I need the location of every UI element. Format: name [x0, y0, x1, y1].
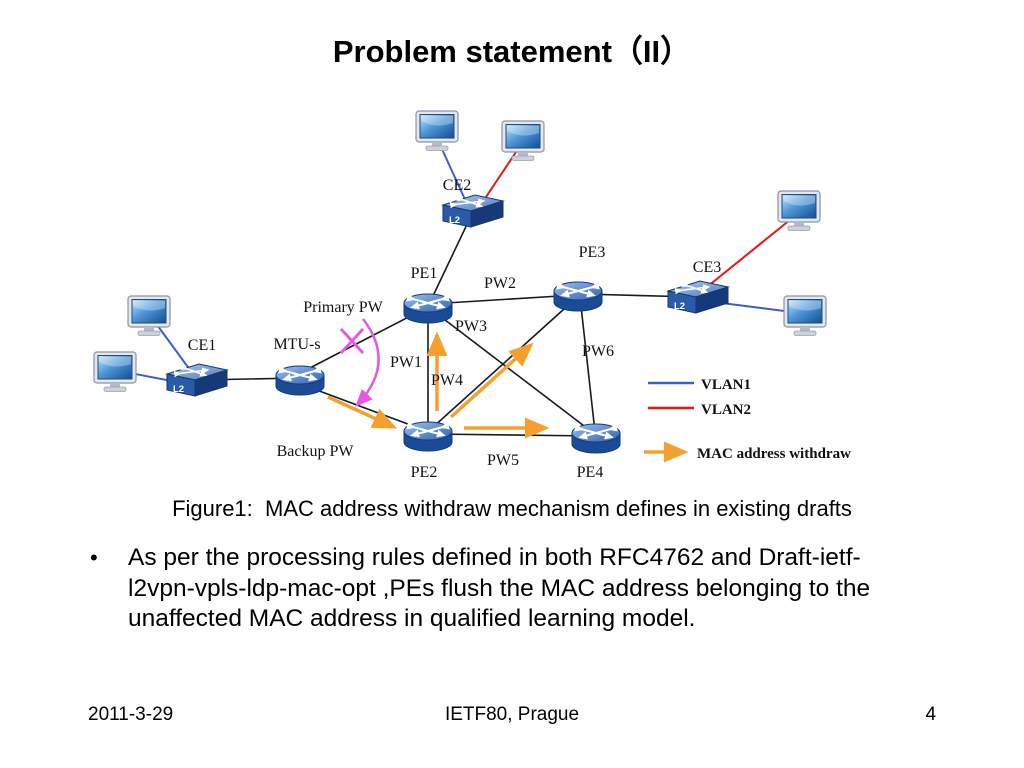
core-links: [199, 215, 697, 437]
switch-ce2-icon: [443, 195, 503, 227]
slide-footer: 2011-3-29 IETF80, Prague 4: [0, 704, 1024, 726]
footer-venue: IETF80, Prague: [444, 704, 580, 725]
link-pw5: [429, 433, 595, 437]
legend-vlan1-label: VLAN1: [701, 377, 751, 393]
router-pe2-icon: [404, 422, 452, 451]
label-pw4: PW4: [431, 372, 463, 389]
link-ce3-pc-upper: [701, 214, 797, 292]
label-mtus: MTU-s: [273, 336, 320, 353]
label-pw5: PW5: [487, 452, 519, 469]
label-pe4: PE4: [577, 464, 604, 481]
label-backup-pw: Backup PW: [277, 443, 355, 460]
network-diagram: L2: [93, 110, 851, 481]
switch-ce3-icon: [668, 281, 728, 313]
legend-withdraw-label: MAC address withdraw: [697, 446, 851, 462]
computer-icon: [127, 295, 171, 337]
link-pw2: [429, 294, 577, 305]
computer-icon: [415, 110, 459, 152]
label-pe1: PE1: [411, 265, 438, 282]
computer-icon: [783, 295, 827, 337]
switchover-arrow: [355, 318, 380, 407]
link-pw6: [579, 296, 596, 433]
switch-ce1-icon: [167, 364, 227, 396]
link-ce2-pe1: [431, 215, 472, 299]
bullet-glyph: •: [90, 545, 98, 570]
bullet-item: • As per the processing rules defined in…: [90, 543, 918, 635]
label-ce1: CE1: [188, 337, 216, 354]
link-pw4: [431, 299, 575, 429]
footer-date: 2011-3-29: [88, 704, 174, 725]
router-pe1-icon: [404, 294, 452, 323]
mac-withdraw-arrows: [327, 331, 550, 439]
legend: VLAN1 VLAN2 MAC address withdraw: [644, 377, 851, 463]
slide-title: Problem statement（II）: [332, 34, 692, 69]
link-pw3: [431, 309, 593, 433]
label-pe3: PE3: [579, 244, 606, 261]
router-pe3-icon: [554, 282, 602, 311]
label-primary-pw: Primary PW: [303, 299, 383, 316]
router-mtus-icon: [276, 366, 324, 395]
link-primary-pw: [303, 308, 425, 372]
withdraw-arrow-backup: [327, 395, 398, 429]
withdraw-arrow-pe2-pe3: [449, 342, 534, 419]
legend-vlan2-label: VLAN2: [701, 402, 751, 418]
footer-page-number: 4: [925, 704, 937, 725]
label-ce2: CE2: [443, 177, 471, 194]
failure-cross-icon: [339, 327, 365, 355]
label-pw2: PW2: [484, 275, 516, 292]
link-backup-pw: [305, 385, 425, 431]
router-pe4-icon: [572, 424, 620, 453]
computer-icon: [93, 351, 137, 393]
label-ce3: CE3: [693, 259, 721, 276]
label-pw1: PW1: [390, 354, 422, 371]
label-pw3: PW3: [455, 318, 487, 335]
label-pe2: PE2: [411, 464, 438, 481]
figure-caption: Figure1: MAC address withdraw mechanism …: [172, 496, 852, 521]
computer-icon: [501, 120, 545, 162]
label-pw6: PW6: [582, 343, 614, 360]
failure-markers: [339, 318, 380, 407]
bullet-text: As per the processing rules defined in b…: [128, 544, 871, 633]
